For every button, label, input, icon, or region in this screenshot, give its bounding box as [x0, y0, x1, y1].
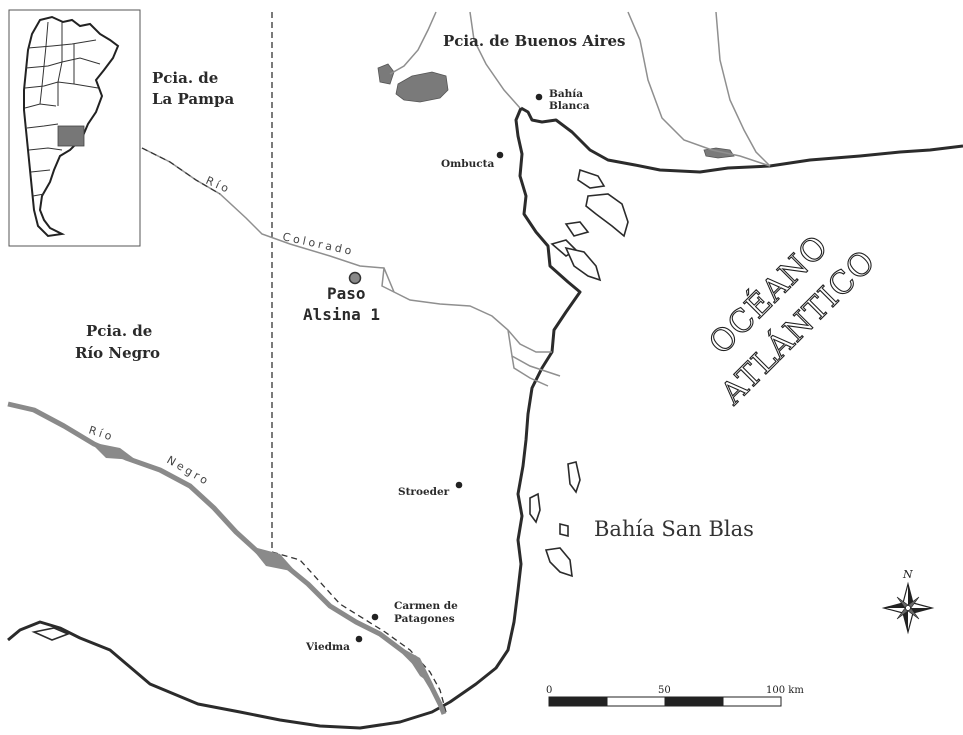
inset-study-area	[57, 125, 85, 147]
island	[529, 492, 541, 524]
scale-label-0: 0	[546, 685, 552, 696]
river-negro-bulges	[90, 442, 434, 686]
label-carmen-line2: Patagones	[394, 613, 455, 625]
label-bahia-blanca-line1: Bahía	[549, 88, 583, 100]
label-carmen-line1: Carmen de	[394, 600, 458, 612]
scale-bar: 0 50 100 km	[546, 685, 804, 707]
island	[577, 168, 606, 189]
label-rio-colorado-line2: Colorado	[281, 230, 355, 258]
site-marker-paso-alsina	[348, 271, 362, 285]
inset-map	[8, 9, 141, 247]
north-label: N	[902, 568, 913, 581]
island	[564, 221, 590, 237]
inset-province-lines	[24, 21, 101, 197]
river-colorado-branch	[381, 267, 395, 293]
islands	[31, 168, 629, 641]
river-colorado-branch	[507, 329, 561, 377]
label-pcia-la-pampa-line1: Pcia. de	[152, 69, 218, 87]
label-stroeder: Stroeder	[398, 486, 450, 498]
rivers-thin	[141, 11, 771, 387]
label-bahia-blanca-line2: Blanca	[549, 100, 590, 112]
island	[559, 522, 569, 538]
province-boundaries	[271, 12, 447, 713]
town-marker-stroeder	[455, 481, 463, 489]
town-marker-bahia-blanca	[535, 93, 543, 101]
label-site-line2: Alsina 1	[303, 305, 380, 324]
coastline	[7, 106, 963, 730]
label-pcia-la-pampa-line2: La Pampa	[152, 90, 234, 108]
label-viedma: Viedma	[305, 641, 350, 653]
scale-label-50: 50	[658, 685, 671, 696]
north-arrow: N	[881, 568, 935, 635]
label-bahia-san-blas: Bahía San Blas	[594, 517, 754, 541]
lake	[395, 71, 449, 103]
town-marker-carmen-de-patagones	[371, 613, 379, 621]
river-tributary	[389, 11, 437, 75]
river-negro	[7, 401, 447, 715]
label-pcia-buenos-aires: Pcia. de Buenos Aires	[443, 32, 625, 50]
island	[564, 246, 602, 282]
label-ombucta: Ombucta	[441, 158, 494, 170]
river-tributary	[715, 11, 771, 167]
lakes	[377, 63, 735, 159]
town-marker-ombucta	[496, 151, 504, 159]
town-marker-viedma	[355, 635, 363, 643]
lake	[377, 63, 395, 85]
scale-label-100km: 100 km	[766, 685, 804, 696]
label-pcia-rio-negro-line1: Pcia. de	[86, 322, 152, 340]
label-site-line1: Paso	[327, 284, 366, 303]
island	[567, 461, 581, 494]
river-colorado-branch	[511, 355, 549, 387]
island	[585, 193, 629, 238]
label-pcia-rio-negro-line2: Río Negro	[75, 344, 160, 362]
island	[31, 627, 71, 641]
boundary-la-pampa-rio-negro	[141, 147, 221, 195]
river-tributary	[469, 11, 521, 109]
river-tributary	[627, 11, 771, 167]
island	[544, 547, 573, 578]
